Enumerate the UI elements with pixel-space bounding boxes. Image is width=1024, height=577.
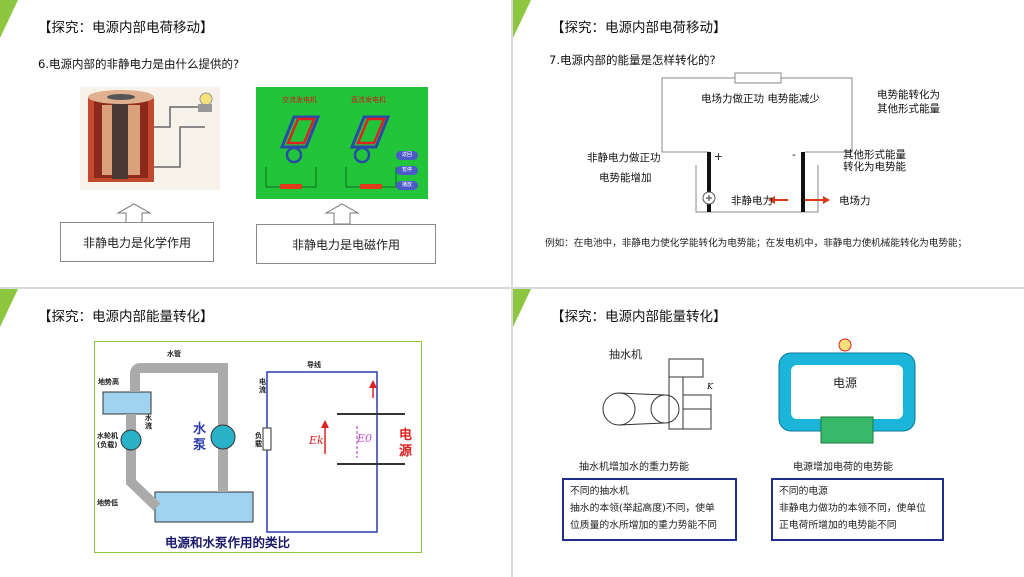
slide-4[interactable]: 【探究：电源内部能量转化】 抽水机 K 电源 抽水机增加水的重力势能 电源增加电… <box>513 289 1024 577</box>
slide-3[interactable]: 【探究：电源内部能量转化】 水管 地势高 水流 水轮机(负载) 水泵 地 <box>0 289 511 577</box>
generator-illustration: 交流发电机 直流发电机 返回 暂停 播放 <box>256 87 428 199</box>
source-label: 电源 <box>833 376 858 390</box>
pump-machine-label: 抽水机 <box>609 348 642 361</box>
question-text: 7.电源内部的能量是怎样转化的? <box>549 53 716 67</box>
up-arrow-icon <box>324 203 360 225</box>
magnetic-box: 非静电力是电磁作用 <box>256 224 436 264</box>
slide-title: 【探究：电源内部电荷移动】 <box>38 20 214 36</box>
pump-info-line-3: 位质量的水所增加的重力势能不同 <box>570 520 717 531</box>
load-label: 负载 <box>255 432 262 448</box>
left-mid-line-1: 非静电力做正功 <box>587 152 661 164</box>
high-potential-label: 地势高 <box>98 378 119 386</box>
water-wheel-label: 水轮机(负载) <box>97 432 118 449</box>
accent-triangle <box>0 0 18 38</box>
generator-button-play[interactable]: 播放 <box>396 181 418 190</box>
question-text: 6.电源内部的非静电力是由什么提供的? <box>38 57 240 71</box>
slide-1[interactable]: 【探究：电源内部电荷移动】 6.电源内部的非静电力是由什么提供的? 交流发电机 … <box>0 0 511 287</box>
example-text: 例如：在电池中，非静电力使化学能转化为电势能；在发电机中，非静电力使机械能转化为… <box>545 238 968 249</box>
valve-k-label: K <box>706 382 714 391</box>
source-label: 电源 <box>399 428 413 459</box>
ek-label: Ek <box>309 434 324 447</box>
chemical-box: 非静电力是化学作用 <box>60 222 214 262</box>
battery-illustration <box>80 87 220 190</box>
electric-source-drawing <box>778 338 916 444</box>
field-force-label: 电场力 <box>839 195 871 207</box>
analogy-figure: 水管 地势高 水流 水轮机(负载) 水泵 地势低 导线 电流 负载 Ek E0 … <box>94 341 422 553</box>
right-mid-line-2: 转化为电势能 <box>843 161 906 173</box>
slide-title: 【探究：电源内部能量转化】 <box>551 309 727 325</box>
water-pipe-label: 水管 <box>167 350 181 358</box>
pump-info-line-1: 不同的抽水机 <box>570 486 629 497</box>
right-top-line-1: 电势能转化为 <box>877 89 940 101</box>
right-top-line-2: 其他形式能量 <box>877 103 940 115</box>
plus-sign: + <box>714 151 723 163</box>
source-info-line-2: 非静电力做功的本领不同，使单位 <box>779 503 926 514</box>
source-info-line-3: 正电荷所增加的电势能不同 <box>779 520 897 531</box>
slide-title: 【探究：电源内部电荷移动】 <box>551 20 727 36</box>
caption-left: 抽水机增加水的重力势能 <box>579 462 689 473</box>
slide-2[interactable]: 【探究：电源内部电荷移动】 7.电源内部的能量是怎样转化的? 电场力做正功 电势… <box>513 0 1024 287</box>
minus-sign: - <box>792 149 796 161</box>
up-arrow-icon <box>116 203 152 225</box>
low-potential-label: 地势低 <box>97 499 118 507</box>
nonstatic-force-label: 非静电力 <box>731 195 773 207</box>
outer-circuit-label: 电场力做正功 电势能减少 <box>701 93 820 105</box>
wire-label: 导线 <box>307 361 321 369</box>
accent-triangle <box>0 289 18 327</box>
generator-label-ac: 交流发电机 <box>282 96 317 104</box>
accent-triangle <box>513 0 531 38</box>
generator-label-dc: 直流发电机 <box>351 96 386 104</box>
source-info-line-1: 不同的电源 <box>779 486 828 497</box>
source-info-box: 不同的电源 非静电力做功的本领不同，使单位 正电荷所增加的电势能不同 <box>771 478 944 541</box>
generator-button-pause[interactable]: 暂停 <box>396 166 418 175</box>
right-mid-line-1: 其他形式能量 <box>843 149 906 161</box>
pump-drawing: K <box>602 358 714 430</box>
left-mid-line-2: 电势能增加 <box>599 172 652 184</box>
pump-info-line-2: 抽水的本领(举起高度)不同，使单 <box>570 503 715 514</box>
figure-caption: 电源和水泵作用的类比 <box>165 535 291 550</box>
slide-title: 【探究：电源内部能量转化】 <box>38 309 214 325</box>
pump-label: 水泵 <box>193 422 207 453</box>
generator-button-back[interactable]: 返回 <box>396 151 418 160</box>
water-flow-label: 水流 <box>145 414 152 430</box>
caption-right: 电源增加电荷的电势能 <box>793 462 893 473</box>
pump-info-box: 不同的抽水机 抽水的本领(举起高度)不同，使单 位质量的水所增加的重力势能不同 <box>562 478 737 541</box>
circuit-diagram <box>661 72 853 213</box>
e0-label: E0 <box>357 432 373 445</box>
accent-triangle <box>513 289 531 327</box>
current-label: 电流 <box>259 378 266 394</box>
